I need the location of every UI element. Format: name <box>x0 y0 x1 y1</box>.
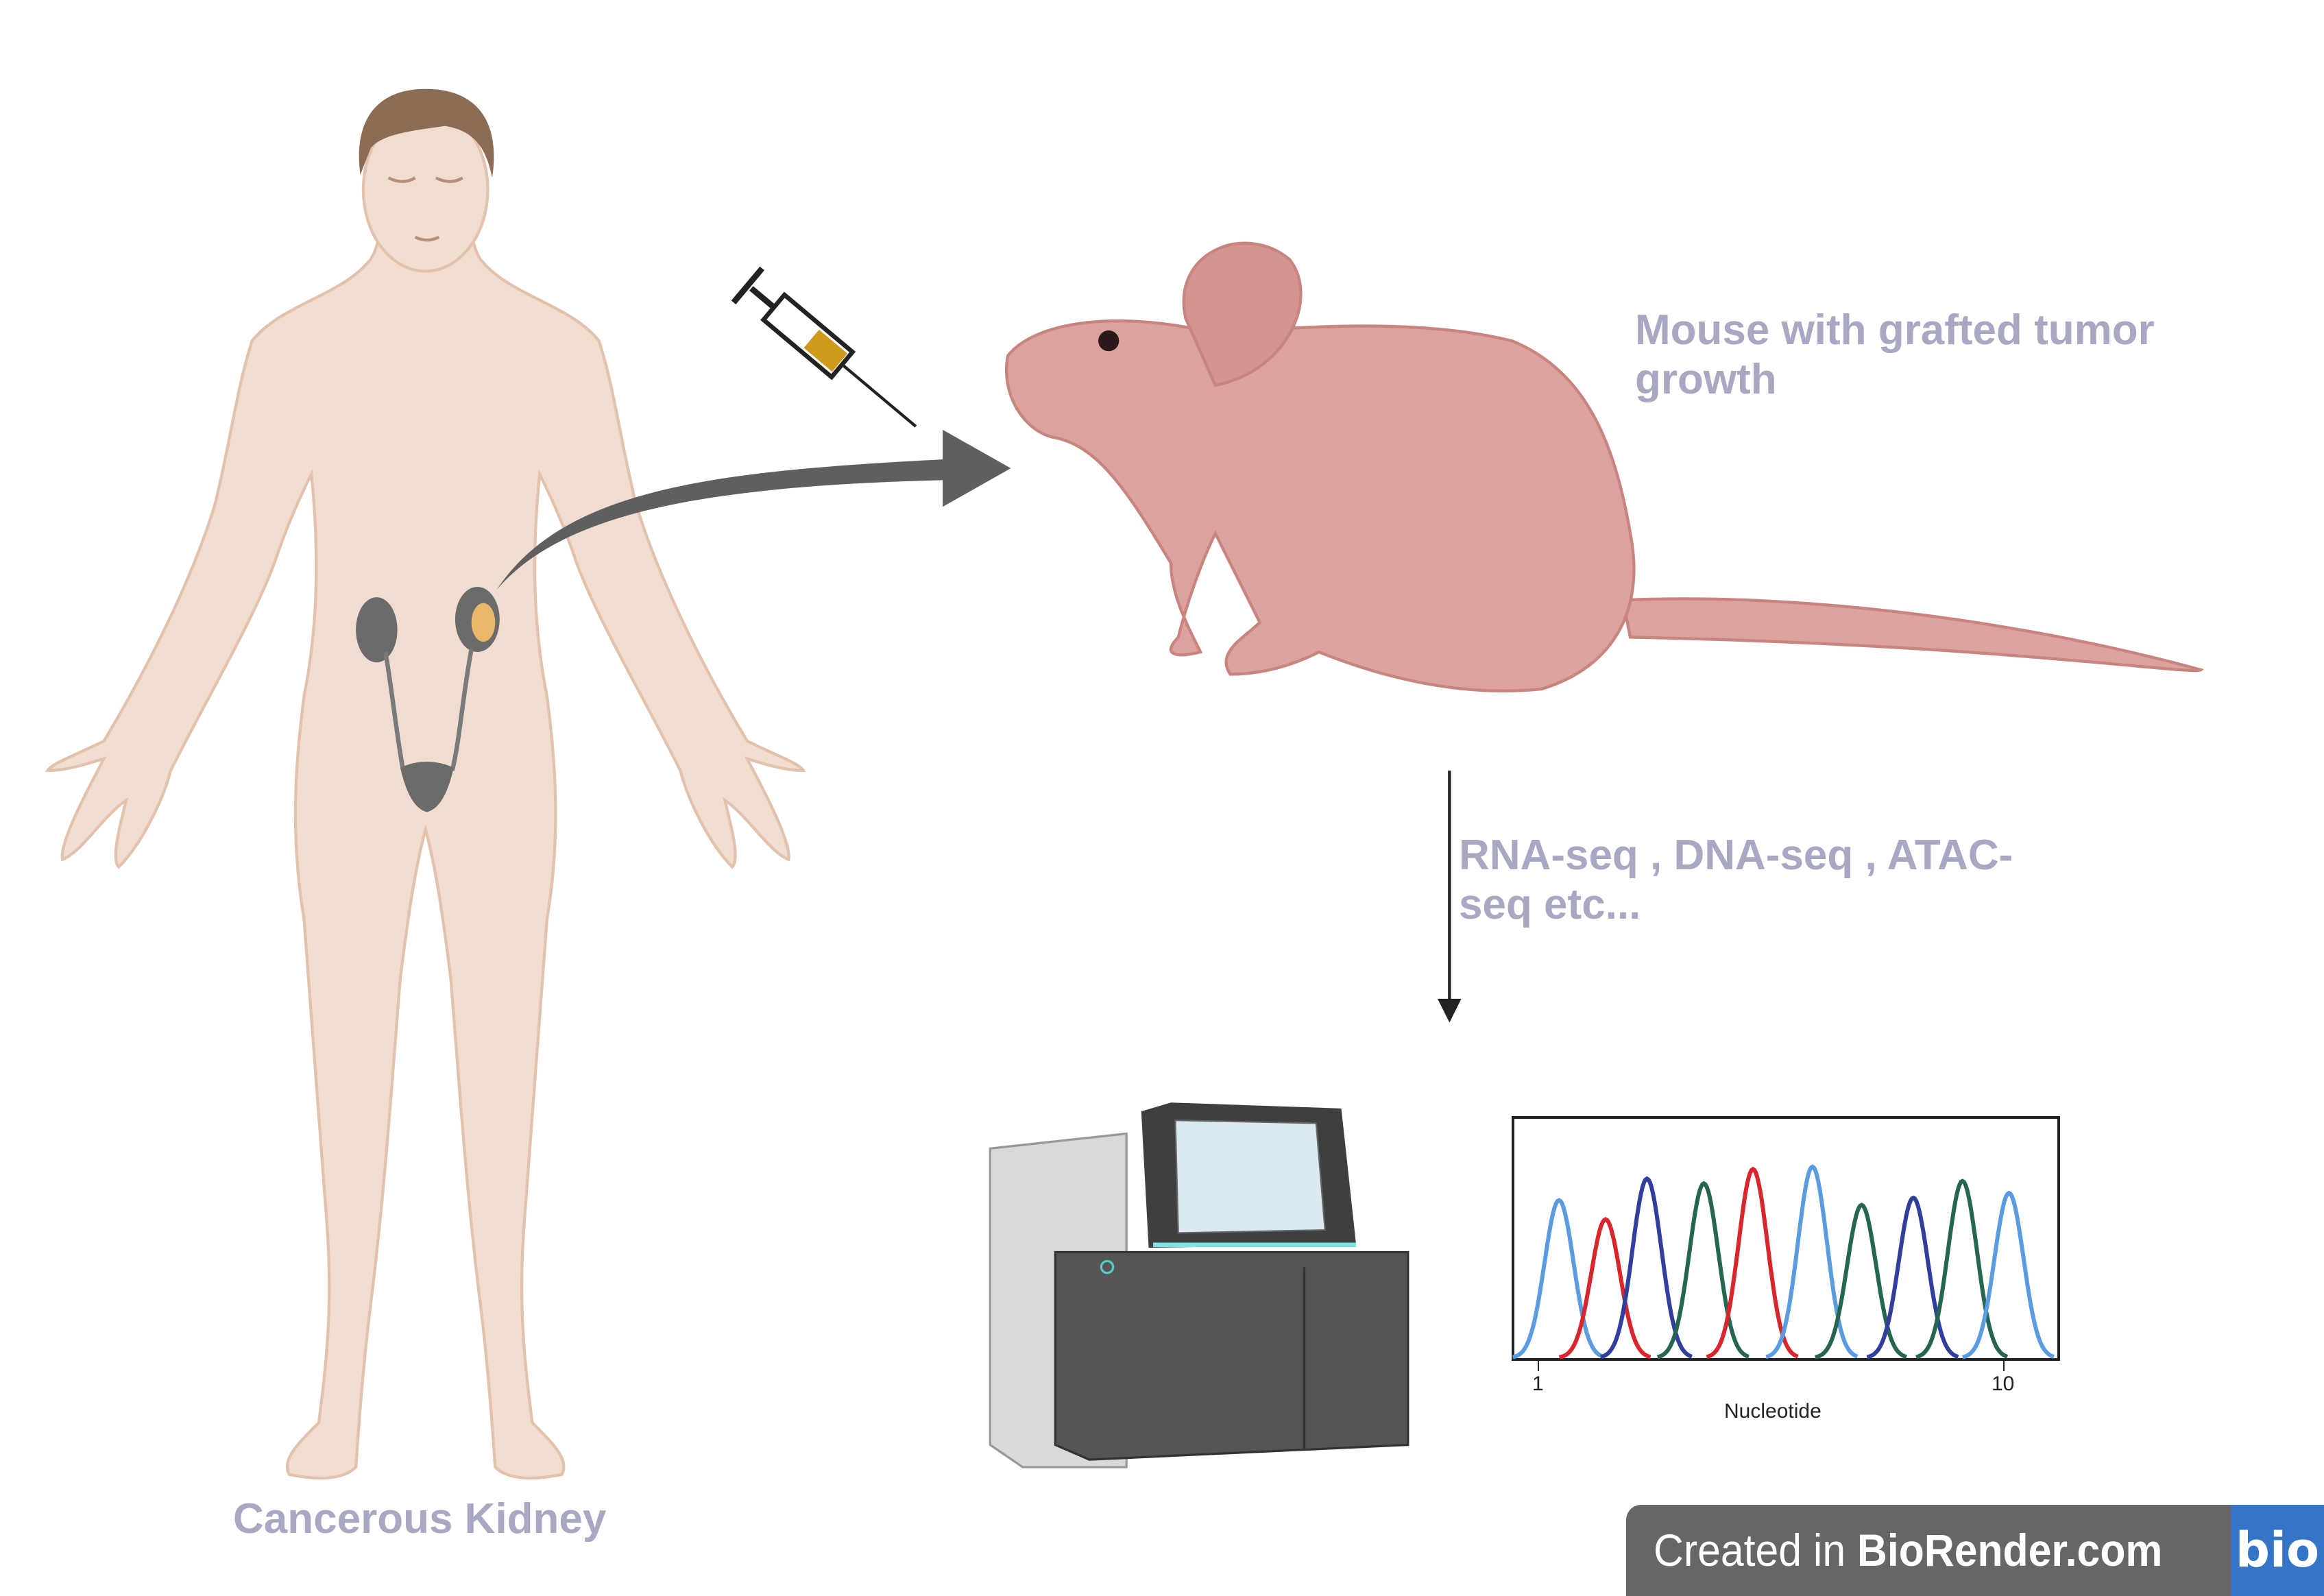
curved-arrow-icon <box>496 429 1011 590</box>
chart-frame <box>1512 1116 2060 1361</box>
kidney-icon <box>356 586 500 812</box>
peak-1 <box>1512 1198 1605 1359</box>
biorender-logo: bio <box>2231 1505 2324 1596</box>
sequencing-label: RNA-seq , DNA-seq , ATAC-seq etc... <box>1459 832 2013 928</box>
peak-4 <box>1656 1181 1750 1359</box>
human-body-icon <box>45 106 806 1480</box>
peak-2 <box>1558 1217 1651 1359</box>
badge-brand: BioRender.com <box>1857 1525 2163 1575</box>
x-axis-label: Nucleotide <box>1724 1400 1821 1423</box>
biorender-badge[interactable]: Created in BioRender.com bio <box>1626 1505 2324 1596</box>
human-label: Cancerous Kidney <box>233 1495 607 1543</box>
peak-10 <box>1962 1190 2055 1359</box>
mouse-icon <box>1005 241 2204 693</box>
sequencer-icon <box>989 1102 1409 1468</box>
peak-8 <box>1866 1195 1959 1359</box>
peak-6 <box>1765 1164 1859 1359</box>
peak-7 <box>1815 1202 1907 1359</box>
badge-text: Created in BioRender.com <box>1654 1524 2162 1576</box>
peak-9 <box>1915 1178 2009 1359</box>
hair-icon <box>359 88 494 178</box>
badge-prefix: Created in <box>1654 1525 1858 1575</box>
x-tick-label-10: 10 <box>1992 1373 2015 1395</box>
x-tick-label-1: 1 <box>1532 1373 1544 1395</box>
eyes-icon <box>387 176 463 242</box>
syringe-icon <box>731 266 917 428</box>
peak-3 <box>1600 1176 1693 1359</box>
mouse-label: Mouse with grafted tumor growth <box>1635 306 2155 403</box>
down-arrow-icon <box>1438 771 1462 1023</box>
